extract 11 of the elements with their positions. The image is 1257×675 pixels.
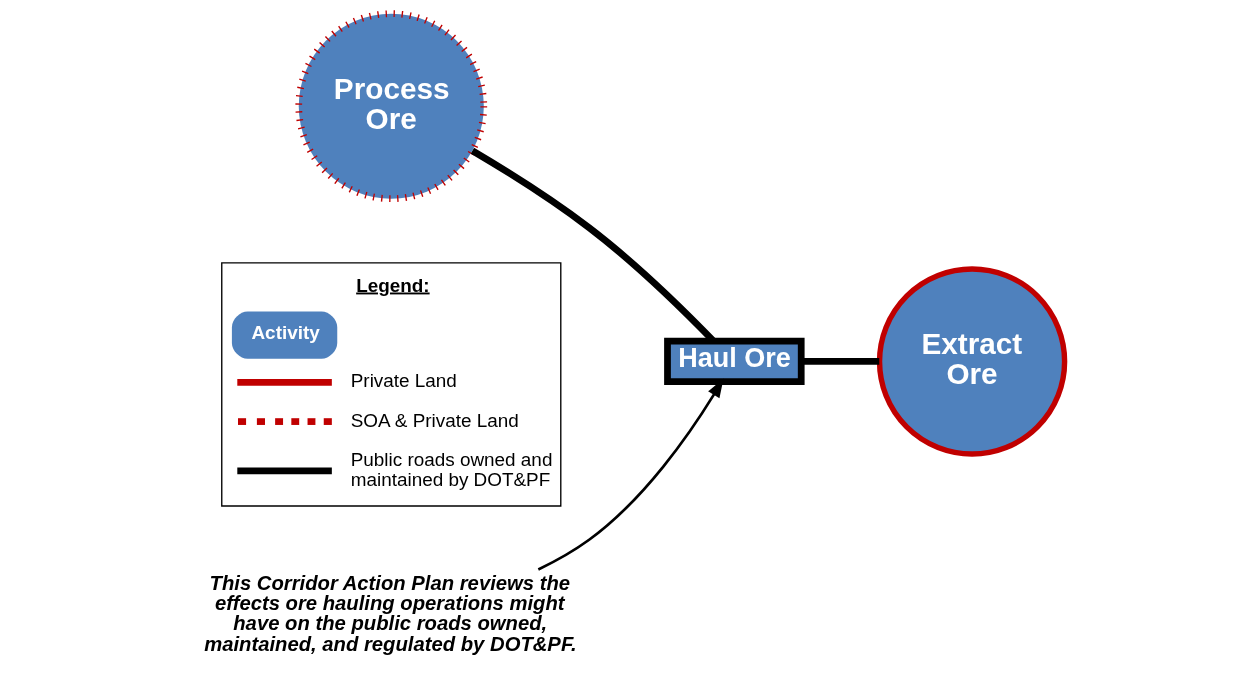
node-box: Haul Ore	[663, 337, 805, 386]
legend-label: Public roads owned and maintained by DOT&PF	[350, 448, 552, 491]
node-text: This Corridor Action Plan reviews the effects ore hauling operations might have on the public roads owned, maintained, and regulated by DOT&PF.	[203, 571, 577, 655]
legend-label: Private Land	[350, 370, 457, 392]
label: Legend:	[355, 274, 430, 296]
connector	[801, 358, 879, 365]
arrow	[537, 378, 724, 571]
legend-label: Activity	[250, 321, 320, 343]
legend-label: SOA & Private Land	[350, 409, 519, 431]
node-circle: Extract Ore	[876, 266, 1067, 457]
node-circle: Process Ore	[294, 10, 487, 203]
